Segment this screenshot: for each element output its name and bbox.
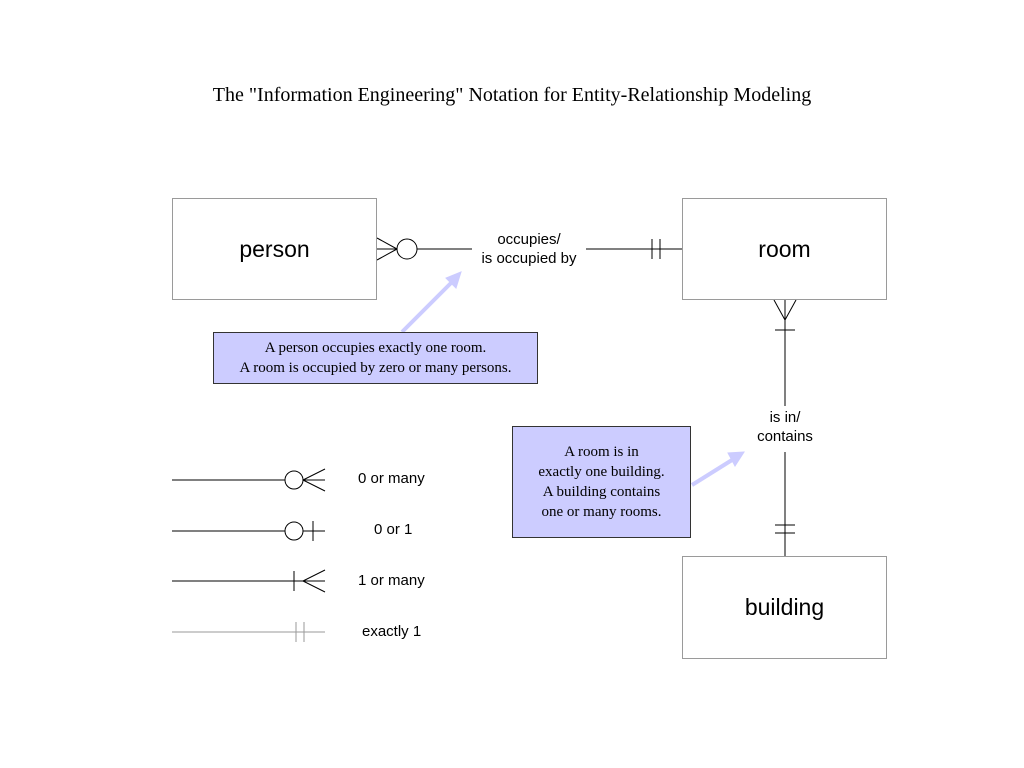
entity-building[interactable]: building (682, 556, 887, 659)
legend-zero-or-one-label: 0 or 1 (374, 521, 413, 538)
relationship-occupies-label: occupies/ is occupied by (472, 230, 586, 268)
room-building-connector (773, 299, 797, 556)
legend-exactly-one-label: exactly 1 (362, 623, 422, 640)
entity-person[interactable]: person (172, 198, 377, 300)
entity-building-label: building (744, 594, 825, 620)
person-room-connector (376, 237, 682, 261)
note-person-room: A person occupies exactly one room. A ro… (213, 332, 538, 384)
legend-one-or-many-label: 1 or many (358, 572, 425, 589)
relationship-is-in-label: is in/ contains (745, 408, 825, 446)
legend-zero-or-many-symbol (172, 468, 326, 492)
legend-zero-or-one-symbol (172, 521, 325, 541)
legend-one-or-many-symbol (172, 569, 326, 593)
entity-person-label: person (239, 235, 310, 262)
note-room-building: A room is in exactly one building. A bui… (512, 426, 691, 538)
entity-room-label: room (758, 235, 811, 262)
entity-room[interactable]: room (682, 198, 887, 300)
callout-arrows (400, 271, 745, 487)
legend-zero-or-many-label: 0 or many (358, 470, 425, 487)
diagram-title: The "Information Engineering" Notation f… (212, 84, 812, 106)
legend-exactly-one-symbol (172, 622, 325, 642)
